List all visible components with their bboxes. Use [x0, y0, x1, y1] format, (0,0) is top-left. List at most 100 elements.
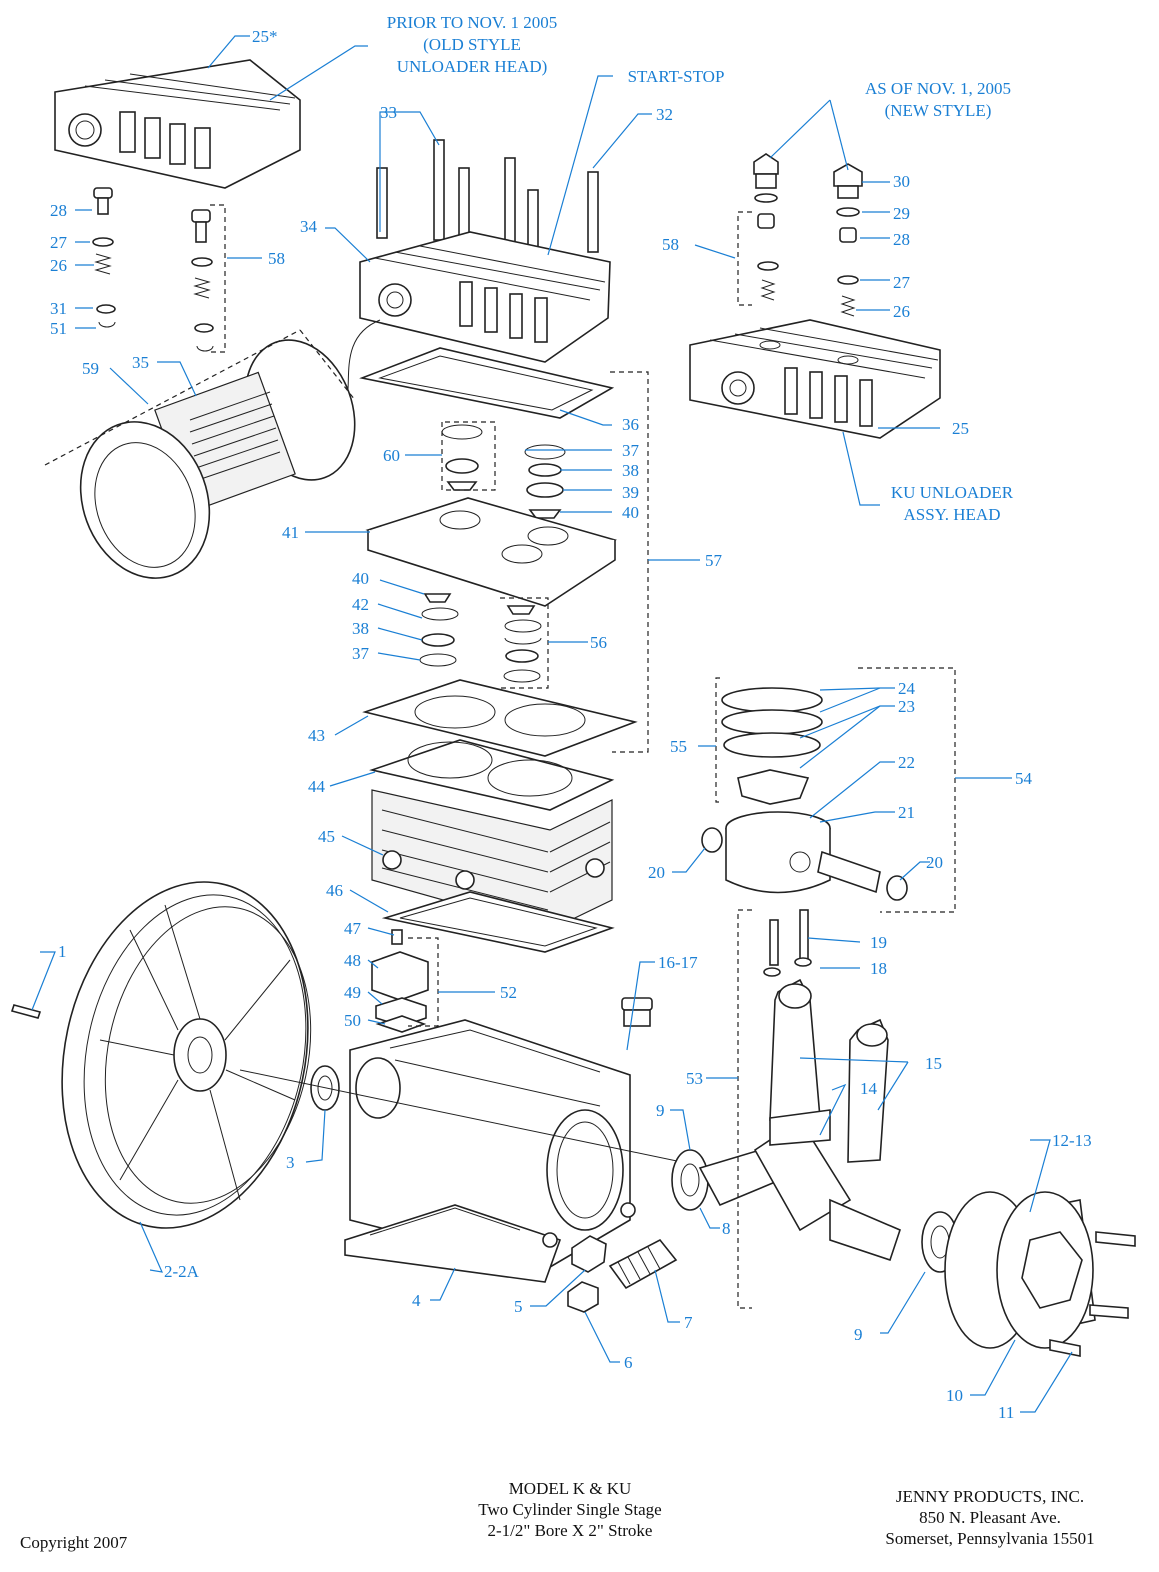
callout-14: 14 — [860, 1079, 878, 1098]
callout-45: 45 — [318, 827, 335, 846]
note-new-line1: AS OF NOV. 1, 2005 — [865, 79, 1011, 98]
callout-40-lower: 40 — [352, 569, 369, 588]
callout-56: 56 — [590, 633, 607, 652]
valve-parts-lower — [419, 371, 649, 753]
crankshaft — [671, 1118, 959, 1273]
cylinder-gasket — [362, 679, 638, 757]
fittings — [567, 997, 678, 1313]
note-ku-line2: ASSY. HEAD — [904, 505, 1001, 524]
callout-35: 35 — [132, 353, 149, 372]
callout-32: 32 — [656, 105, 673, 124]
connecting-rods — [737, 909, 889, 1309]
note-new-line2: (NEW STYLE) — [885, 101, 992, 120]
callout-52: 52 — [500, 983, 517, 1002]
callout-40-upper: 40 — [622, 503, 639, 522]
callout-37-lower: 37 — [352, 644, 370, 663]
copyright-text: Copyright 2007 — [20, 1532, 127, 1553]
callout-55: 55 — [670, 737, 687, 756]
callout-27-old: 27 — [50, 233, 68, 252]
new-unloader-parts — [737, 153, 863, 317]
callout-19: 19 — [870, 933, 887, 952]
diagram-notes: PRIOR TO NOV. 1 2005 (OLD STYLE UNLOADER… — [387, 13, 1014, 524]
callout-41: 41 — [282, 523, 299, 542]
callout-44: 44 — [308, 777, 326, 796]
callout-28-old: 28 — [50, 201, 67, 220]
callout-18: 18 — [870, 959, 887, 978]
callout-48: 48 — [344, 951, 361, 970]
callout-4: 4 — [412, 1291, 421, 1310]
callout-22: 22 — [898, 753, 915, 772]
start-stop-head — [339, 139, 611, 411]
callout-25-old: 25* — [252, 27, 278, 46]
callout-21: 21 — [898, 803, 915, 822]
callout-38-upper: 38 — [622, 461, 639, 480]
head-gasket — [359, 347, 615, 419]
callout-29: 29 — [893, 204, 910, 223]
piston-assembly — [701, 667, 956, 913]
callout-58-old: 58 — [268, 249, 285, 268]
callout-26-old: 26 — [50, 256, 67, 275]
crankcase — [344, 1019, 636, 1283]
callout-11: 11 — [998, 1403, 1014, 1422]
callout-53: 53 — [686, 1069, 703, 1088]
callout-28-new: 28 — [893, 230, 910, 249]
callout-8: 8 — [722, 1219, 731, 1238]
callout-30: 30 — [893, 172, 910, 191]
note-prior-line1: PRIOR TO NOV. 1 2005 — [387, 13, 558, 32]
callout-24: 24 — [898, 679, 916, 698]
callout-47: 47 — [344, 919, 362, 938]
copyright-label: Copyright 2007 — [20, 1533, 128, 1552]
callout-20-right: 20 — [926, 853, 943, 872]
callout-20-left: 20 — [648, 863, 665, 882]
callout-1: 1 — [58, 942, 67, 961]
callout-42: 42 — [352, 595, 369, 614]
valve-parts-upper — [441, 421, 566, 519]
callout-36: 36 — [622, 415, 639, 434]
callout-60: 60 — [383, 446, 400, 465]
end-cover — [944, 1191, 1136, 1357]
note-prior-line3: UNLOADER HEAD) — [397, 57, 548, 76]
callout-16-17: 16-17 — [658, 953, 698, 972]
callout-26-new: 26 — [893, 302, 910, 321]
callout-25-new: 25 — [952, 419, 969, 438]
company-name: JENNY PRODUCTS, INC. — [895, 1487, 1085, 1506]
callout-10: 10 — [946, 1386, 963, 1405]
callout-3: 3 — [286, 1153, 295, 1172]
callout-7: 7 — [684, 1313, 693, 1332]
note-start-stop: START-STOP — [628, 67, 725, 86]
callout-59: 59 — [82, 359, 99, 378]
callout-6: 6 — [624, 1353, 633, 1372]
callout-57: 57 — [705, 551, 723, 570]
callout-33: 33 — [380, 103, 397, 122]
model-subtitle: Two Cylinder Single Stage — [478, 1500, 662, 1519]
model-bore-stroke: 2-1/2" Bore X 2" Stroke — [487, 1521, 653, 1540]
callout-46: 46 — [326, 881, 343, 900]
callout-54: 54 — [1015, 769, 1033, 788]
callout-37-upper: 37 — [622, 441, 640, 460]
base-gasket — [381, 891, 615, 953]
leader-lines — [31, 35, 1073, 1413]
air-filter — [44, 329, 356, 579]
callout-5: 5 — [514, 1297, 523, 1316]
model-info: MODEL K & KU Two Cylinder Single Stage 2… — [420, 1478, 720, 1541]
company-street: 850 N. Pleasant Ave. — [919, 1508, 1061, 1527]
callout-43: 43 — [308, 726, 325, 745]
callout-27-new: 27 — [893, 273, 911, 292]
callout-38-lower: 38 — [352, 619, 369, 638]
note-ku-line1: KU UNLOADER — [891, 483, 1014, 502]
valve-plate — [365, 497, 617, 607]
callout-50: 50 — [344, 1011, 361, 1030]
callout-49: 49 — [344, 983, 361, 1002]
ku-unloader-head — [689, 319, 941, 439]
model-title: MODEL K & KU — [508, 1479, 632, 1498]
note-prior-line2: (OLD STYLE — [423, 35, 521, 54]
callout-15: 15 — [925, 1054, 942, 1073]
callout-23: 23 — [898, 697, 915, 716]
callout-51: 51 — [50, 319, 67, 338]
company-city: Somerset, Pennsylvania 15501 — [885, 1529, 1095, 1548]
company-info: JENNY PRODUCTS, INC. 850 N. Pleasant Ave… — [840, 1486, 1140, 1549]
callout-31: 31 — [50, 299, 67, 318]
flywheel — [10, 881, 312, 1229]
callout-9-right: 9 — [854, 1325, 863, 1344]
